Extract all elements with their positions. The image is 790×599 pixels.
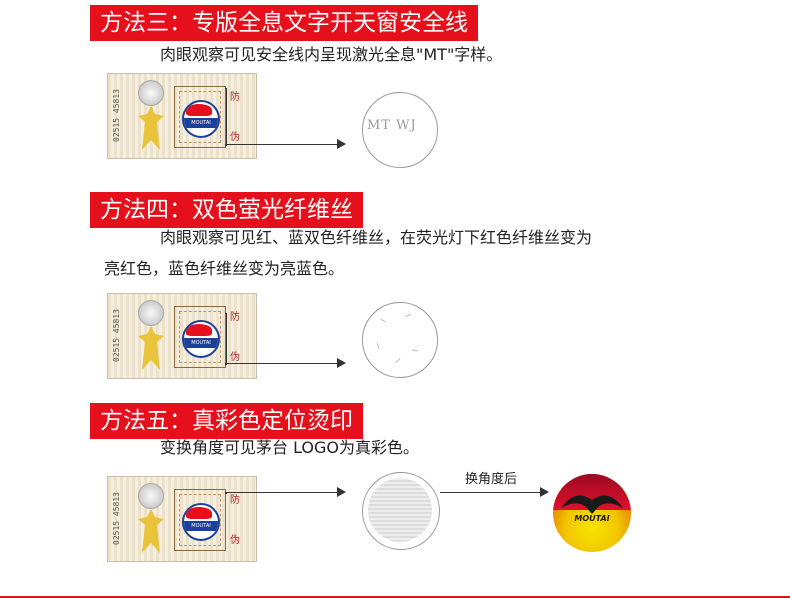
serial-number: 02515 45813	[112, 492, 121, 546]
section-5-title: 方法五：真彩色定位烫印	[90, 403, 363, 439]
connector-line	[225, 88, 227, 146]
figure-icon	[138, 106, 164, 150]
mt-hologram-text: MT WJ	[367, 118, 417, 133]
figure-icon	[138, 326, 164, 370]
section-4-title: 方法四：双色萤光纤维丝	[90, 192, 363, 228]
side-char-bottom: 伪	[230, 352, 240, 363]
arrow-head	[337, 487, 346, 497]
section-3-title: 方法三：专版全息文字开天窗安全线	[90, 5, 478, 41]
zoom-circle-fibers	[362, 302, 438, 378]
moutai-logo-icon: MOUTAI	[182, 503, 220, 541]
arrow-head	[540, 487, 549, 497]
section-5-description: 变换角度可见茅台 LOGO为真彩色。	[160, 438, 420, 457]
moutai-logo-icon: MOUTAI	[182, 100, 220, 138]
arrow-line	[225, 492, 337, 493]
anti-counterfeit-label-1: 02515 45813 MOUTAI 防 伪	[107, 73, 257, 159]
grey-logo-pattern	[368, 478, 432, 542]
bottom-divider	[0, 596, 790, 598]
side-char-top: 防	[230, 312, 240, 323]
section-4-description-line-1: 肉眼观察可见红、蓝双色纤维丝，在荧光灯下红色纤维丝变为	[160, 228, 593, 247]
anti-counterfeit-label-2: 02515 45813 MOUTAI 防 伪	[107, 293, 257, 379]
serial-number: 02515 45813	[112, 89, 121, 143]
arrow-line	[225, 144, 337, 145]
arrow-line	[225, 363, 337, 364]
eagle-icon	[561, 495, 623, 514]
arrow-head	[337, 358, 346, 368]
logo-text: MOUTAI	[191, 340, 211, 346]
section-4-description-line-2: 亮红色，蓝色纤维丝变为亮蓝色。	[104, 259, 345, 278]
hologram-disc	[138, 80, 164, 106]
moutai-logo-icon: MOUTAI	[182, 320, 220, 358]
figure-icon	[138, 509, 164, 553]
logo-text: MOUTAI	[191, 120, 211, 126]
side-char-top: 防	[230, 92, 240, 103]
arrow-head	[337, 139, 346, 149]
side-char-top: 防	[230, 495, 240, 506]
logo-text: MOUTAI	[191, 523, 211, 529]
arrow-line	[440, 492, 540, 493]
arrow-label: 换角度后	[465, 472, 518, 487]
side-char-bottom: 伪	[230, 535, 240, 546]
coin-text: MOUTAI	[574, 514, 610, 523]
frame	[174, 86, 226, 148]
connector-line	[225, 313, 227, 365]
true-color-logo: MOUTAI	[553, 474, 631, 552]
section-3-description: 肉眼观察可见安全线内呈现激光全息"MT"字样。	[160, 45, 503, 64]
anti-counterfeit-label-3: 02515 45813 MOUTAI 防 伪	[107, 476, 257, 562]
zoom-circle-mt	[362, 92, 438, 168]
side-char-bottom: 伪	[230, 132, 240, 143]
serial-number: 02515 45813	[112, 309, 121, 363]
